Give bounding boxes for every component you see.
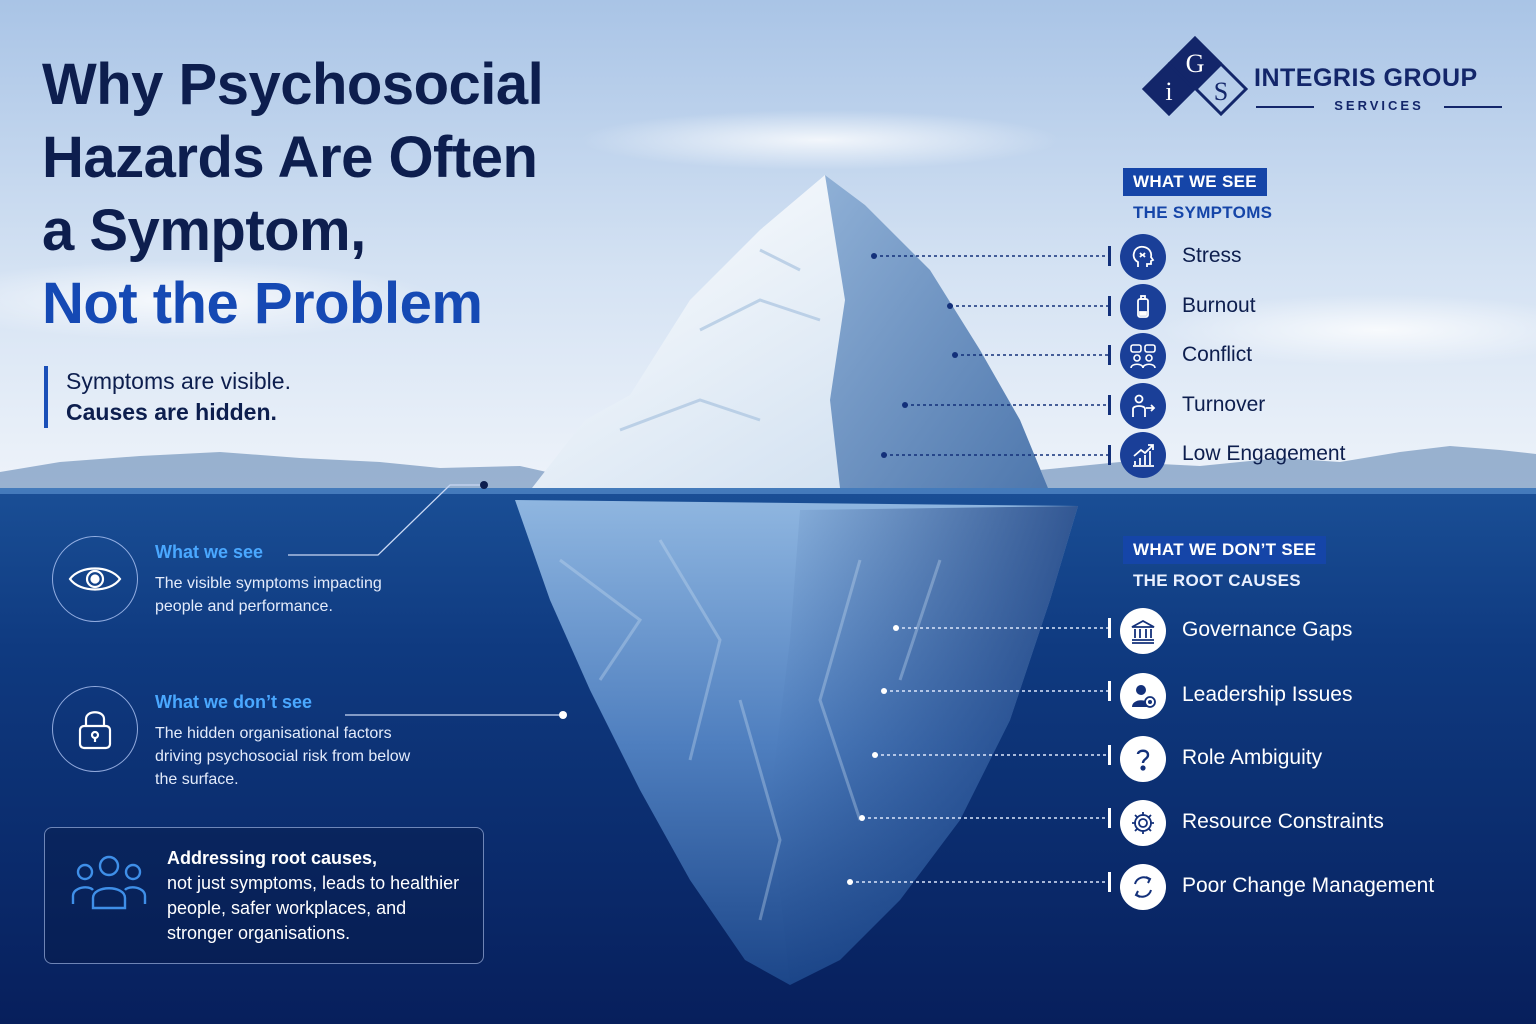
title-line-4: Not the Problem <box>42 271 483 336</box>
symptom-label: Stress <box>1182 244 1242 267</box>
cause-label: Role Ambiguity <box>1182 746 1323 769</box>
logo-mark-icon: G i S <box>1141 35 1249 117</box>
root-causes-callout: Addressing root causes, not just symptom… <box>44 827 484 964</box>
symptoms-subhead: THE SYMPTOMS <box>1133 203 1273 222</box>
callout-body: not just symptoms, leads to healthier pe… <box>167 873 460 943</box>
cause-item-poor-change-management: Poor Change Management <box>1120 864 1500 910</box>
logo-letter-s: S <box>1214 77 1228 106</box>
symptom-item-turnover: Turnover <box>1120 383 1500 429</box>
callout-text: Addressing root causes, not just symptom… <box>167 846 467 946</box>
symptom-label: Conflict <box>1182 343 1253 366</box>
cycle-icon <box>1120 864 1166 910</box>
company-logo: G i S INTEGRIS GROUP SERVICES <box>1140 35 1520 117</box>
person-exit-icon <box>1120 383 1166 429</box>
head-stress-icon <box>1120 234 1166 280</box>
title-line-3: a Symptom, <box>42 198 366 263</box>
symptom-label: Turnover <box>1182 393 1266 416</box>
info-see-body: The visible symptoms impacting people an… <box>155 575 382 615</box>
symptom-label: Burnout <box>1182 294 1256 317</box>
tagline-line-2: Causes are hidden. <box>66 399 277 425</box>
logo-subtitle: SERVICES <box>1256 98 1502 113</box>
logo-name: INTEGRIS GROUP <box>1254 64 1478 92</box>
symptom-item-conflict: Conflict <box>1120 333 1500 379</box>
people-conflict-icon <box>1120 333 1166 379</box>
cause-label: Poor Change Management <box>1182 874 1435 897</box>
cause-item-leadership-issues: Leadership Issues <box>1120 673 1500 719</box>
cause-label: Leadership Issues <box>1182 683 1353 706</box>
cause-label: Resource Constraints <box>1182 810 1384 833</box>
cause-item-resource-constraints: Resource Constraints <box>1120 800 1500 846</box>
tagline: Symptoms are visible. Causes are hidden. <box>44 366 291 428</box>
cause-item-role-ambiguity: Role Ambiguity <box>1120 736 1500 782</box>
info-what-we-see: What we see The visible symptoms impacti… <box>52 536 472 636</box>
low-battery-icon <box>1120 284 1166 330</box>
page-title: Why Psychosocial Hazards Are Often a Sym… <box>42 48 602 340</box>
logo-letter-g: G <box>1186 49 1205 78</box>
info-hidden-title: What we don’t see <box>155 692 313 712</box>
callout-strong: Addressing root causes, <box>167 848 378 868</box>
causes-badge: WHAT WE DON’T SEE <box>1123 536 1327 564</box>
padlock-icon <box>52 686 138 772</box>
title-line-2: Hazards Are Often <box>42 125 538 190</box>
symptom-label: Low Engagement <box>1182 442 1346 465</box>
question-icon <box>1120 736 1166 782</box>
symptom-item-burnout: Burnout <box>1120 284 1500 330</box>
gear-icon <box>1120 800 1166 846</box>
cause-item-governance-gaps: Governance Gaps <box>1120 608 1500 654</box>
eye-icon <box>52 536 138 622</box>
institution-icon <box>1120 608 1166 654</box>
tagline-line-1: Symptoms are visible. <box>66 368 291 394</box>
info-what-we-dont-see: What we don’t see The hidden organisatio… <box>52 686 472 796</box>
symptom-item-stress: Stress <box>1120 234 1500 280</box>
people-group-icon <box>69 852 149 919</box>
leader-icon <box>1120 673 1166 719</box>
logo-letter-i: i <box>1165 77 1172 106</box>
trend-chart-icon <box>1120 432 1166 478</box>
title-line-1: Why Psychosocial <box>42 52 544 117</box>
cause-label: Governance Gaps <box>1182 618 1353 641</box>
symptoms-badge: WHAT WE SEE <box>1123 168 1267 196</box>
symptom-item-low-engagement: Low Engagement <box>1120 432 1500 478</box>
causes-subhead: THE ROOT CAUSES <box>1133 571 1301 590</box>
info-see-title: What we see <box>155 542 264 562</box>
info-hidden-body: The hidden organisational factors drivin… <box>155 725 411 788</box>
